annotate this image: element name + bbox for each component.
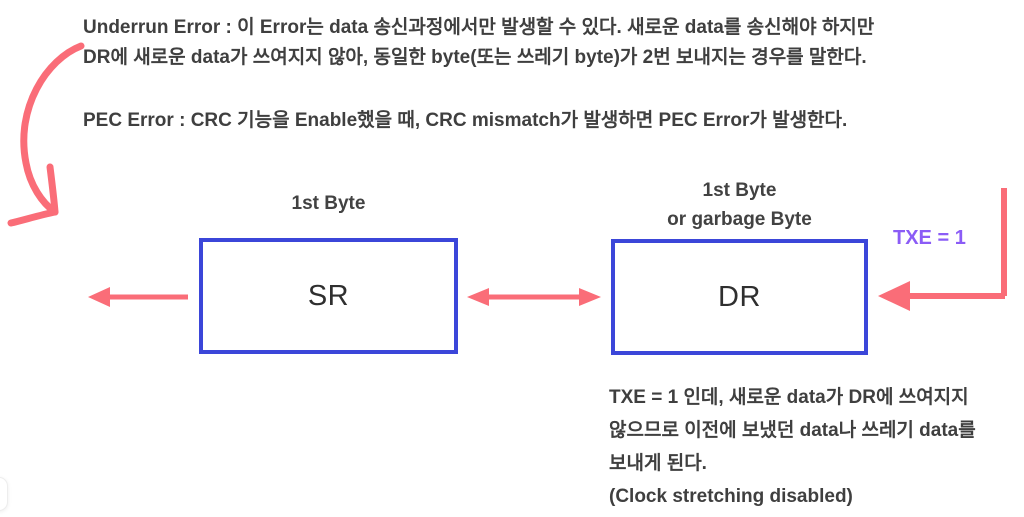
note-line-2: 않으므로 이전에 보냈던 data나 쓰레기 data를 xyxy=(609,420,976,441)
curved-down-arrow-icon xyxy=(7,42,85,227)
txe-elbow-arrow-icon xyxy=(878,188,1007,311)
double-arrow-icon xyxy=(467,288,601,306)
dr-caption: 1st Byte or garbage Byte xyxy=(611,176,868,234)
pec-line: PEC Error : CRC 기능을 Enable했을 때, CRC mism… xyxy=(83,110,848,131)
note-paragraph: TXE = 1 인데, 새로운 data가 DR에 쓰여지지 않으므로 이전에 … xyxy=(609,381,976,513)
dr-caption-line-2: or garbage Byte xyxy=(667,209,812,230)
underrun-paragraph: Underrun Error : 이 Error는 data 송신과정에서만 발… xyxy=(83,13,874,73)
left-arrow-icon xyxy=(88,287,188,307)
note-line-1: TXE = 1 인데, 새로운 data가 DR에 쓰여지지 xyxy=(609,387,969,408)
sr-box-label: SR xyxy=(307,279,350,312)
corner-card xyxy=(0,477,8,511)
dr-box-label: DR xyxy=(718,280,761,313)
dr-caption-line-1: 1st Byte xyxy=(702,180,777,201)
pec-paragraph: PEC Error : CRC 기능을 Enable했을 때, CRC mism… xyxy=(83,106,847,136)
sr-caption: 1st Byte xyxy=(291,193,366,214)
txe-label: TXE = 1 xyxy=(893,227,966,249)
underrun-line-1: Underrun Error : 이 Error는 data 송신과정에서만 발… xyxy=(83,17,875,38)
note-line-4: (Clock stretching disabled) xyxy=(609,486,853,507)
sr-register-box: SR xyxy=(199,238,458,354)
underrun-line-2: DR에 새로운 data가 쓰여지지 않아, 동일한 byte(또는 쓰레기 b… xyxy=(83,47,867,68)
note-line-3: 보내게 된다. xyxy=(609,453,707,474)
dr-register-box: DR xyxy=(611,239,868,355)
